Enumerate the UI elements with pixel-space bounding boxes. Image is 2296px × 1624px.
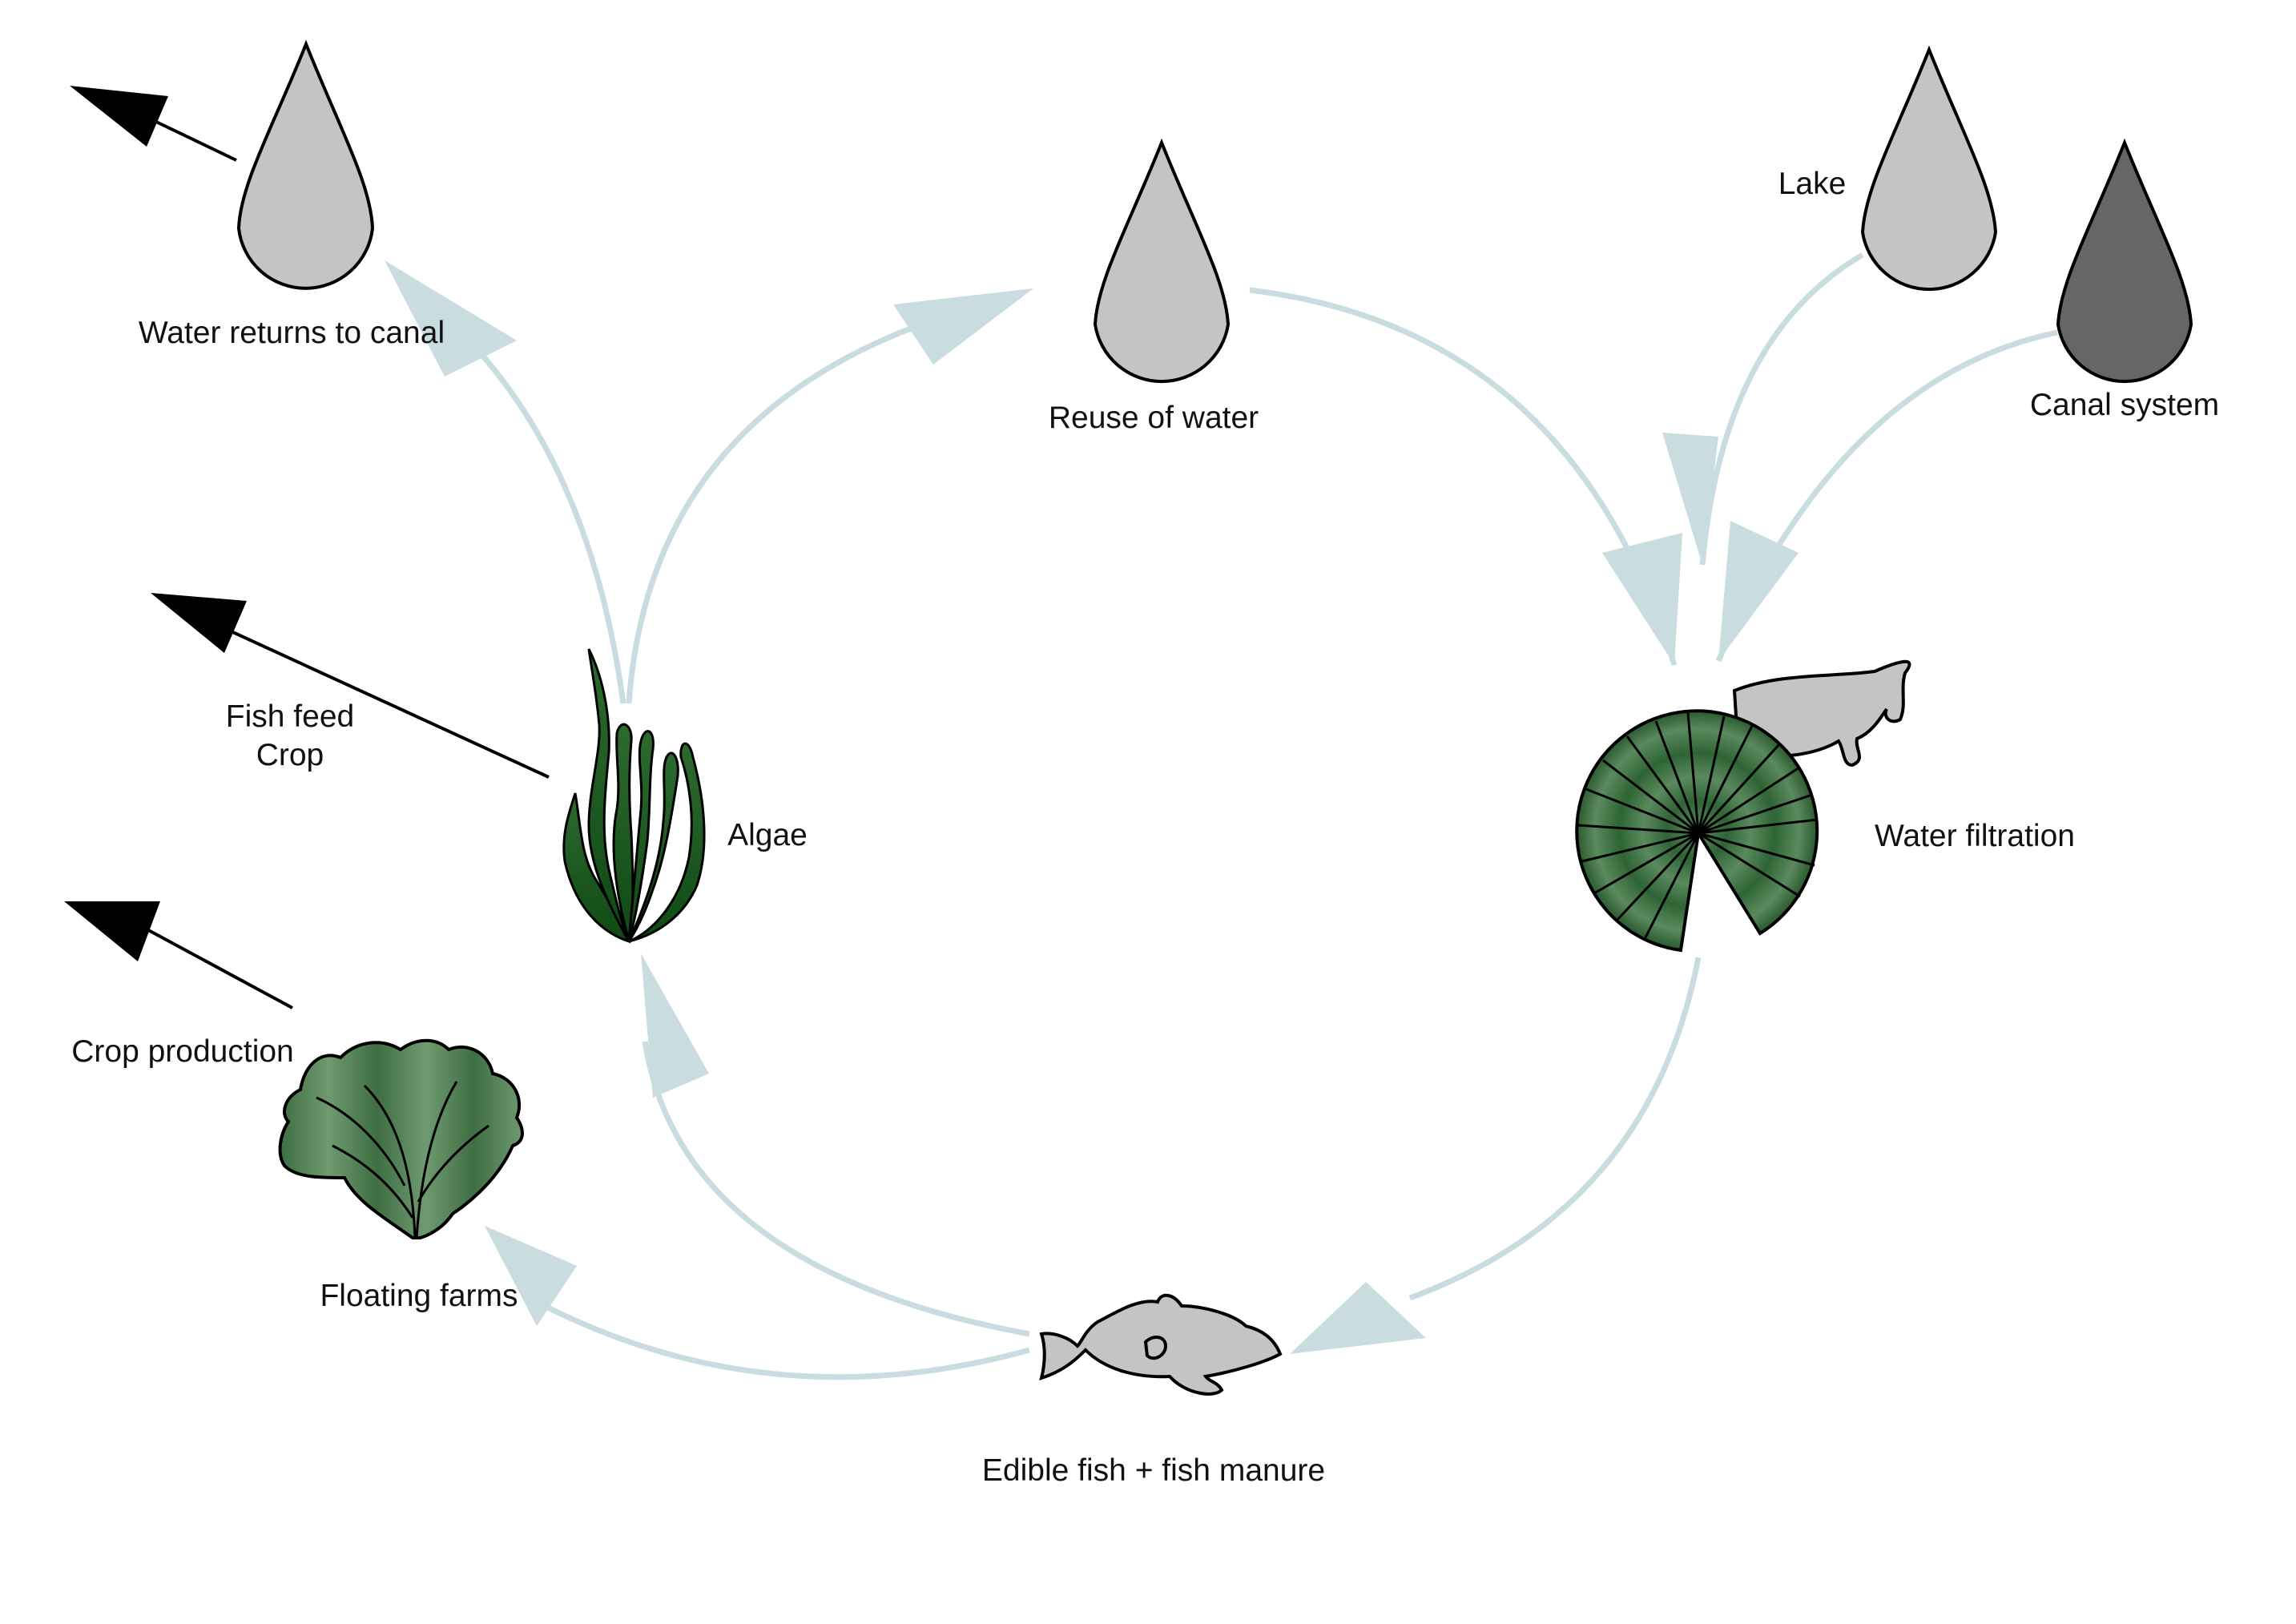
- lake-label: Lake: [1778, 167, 1847, 201]
- canal-label: Canal system: [2030, 388, 2219, 422]
- fish-feed-label: Fish feed: [226, 699, 354, 734]
- fish-label: Edible fish + fish manure: [982, 1453, 1325, 1488]
- output-arrow-crop-head: [64, 901, 160, 961]
- output-arrow-crop-line: [131, 920, 293, 1009]
- arrowhead-floating-farms: [485, 1226, 577, 1326]
- water-returns-label: Water returns to canal: [139, 316, 445, 350]
- flow-fish-to-floating-farms: [535, 1299, 1030, 1380]
- flow-arrows: [442, 252, 2058, 1380]
- algae-icon: [562, 648, 706, 944]
- output-arrow-water-returns-head: [70, 86, 168, 147]
- arrowhead-water-returns: [385, 260, 517, 377]
- crop-production-label: Crop production: [71, 1034, 294, 1069]
- fish-spot: [1143, 1336, 1168, 1360]
- flow-algae-to-reuse: [626, 321, 923, 704]
- fish-icon: [1039, 1293, 1283, 1396]
- arrowhead-filtration-from-canal: [1718, 521, 1799, 661]
- arrowhead-filtration-from-lake: [1662, 433, 1718, 565]
- crop-label: Crop: [256, 738, 324, 772]
- flow-algae-to-water-returns: [442, 314, 626, 704]
- output-arrow-fish-feed-line: [207, 619, 550, 779]
- arrowhead-filtration-from-reuse: [1602, 533, 1682, 665]
- flow-filtration-to-fish: [1408, 957, 1702, 1301]
- lettuce-icon: [278, 1038, 524, 1239]
- arrowhead-fish: [1290, 1282, 1426, 1354]
- flow-canal-to-filtration: [1715, 329, 2058, 663]
- filtration-fish-icon: [1732, 659, 1911, 768]
- flow-lake-to-filtration: [1699, 252, 1864, 566]
- water-drop-dark-icon: [2056, 138, 2193, 384]
- lettuce-veins: [316, 1081, 489, 1239]
- flow-arrowheads: [385, 260, 1799, 1354]
- reuse-label: Reuse of water: [1049, 401, 1259, 435]
- water-drop-icon: [1860, 45, 1998, 292]
- water-drop-icon: [1093, 138, 1231, 384]
- arrowhead-algae: [641, 953, 709, 1098]
- algae-label: Algae: [727, 818, 808, 852]
- flow-reuse-to-filtration: [1249, 287, 1678, 667]
- filtration-label: Water filtration: [1875, 819, 2075, 853]
- water-drop-icon: [236, 39, 375, 290]
- arrowhead-reuse: [893, 288, 1033, 365]
- output-arrow-fish-feed-head: [151, 593, 247, 653]
- lily-pad-veins: [1577, 712, 1819, 941]
- lettuce-leaves: [278, 1038, 524, 1239]
- lily-pad-fish-icon: [1575, 659, 1911, 953]
- output-arrows: [64, 86, 550, 1009]
- flow-fish-to-algae: [642, 1041, 1030, 1337]
- floating-farms-label: Floating farms: [320, 1279, 518, 1313]
